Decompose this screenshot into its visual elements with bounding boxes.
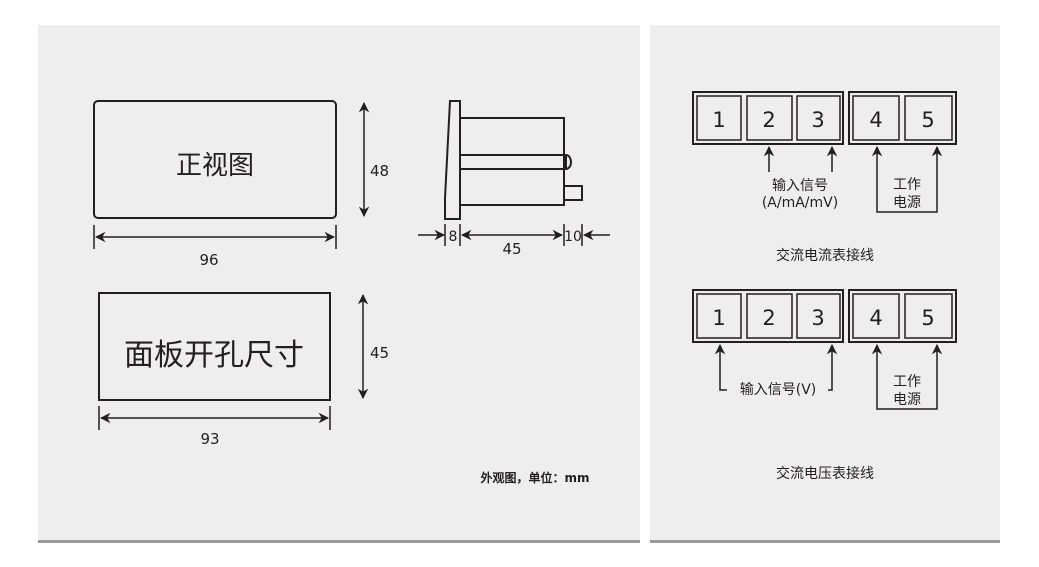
- terminal-3: 3: [811, 306, 824, 330]
- left-panel-shadow: [38, 540, 640, 543]
- right-panel-shadow: [650, 540, 1000, 543]
- rear-depth-label: 10: [564, 229, 582, 245]
- left-panel: [38, 25, 640, 542]
- terminal-5: 5: [921, 306, 934, 330]
- terminal-5: 5: [921, 108, 934, 132]
- power-label-1: 工作: [893, 177, 921, 193]
- front-height-label: 48: [370, 162, 389, 180]
- terminal-4: 4: [869, 306, 882, 330]
- signal-label: 输入信号: [772, 178, 828, 194]
- terminal-3: 3: [811, 108, 824, 132]
- panel-cutout: 面板开孔尺寸 45 93: [98, 292, 389, 448]
- front-width-label: 96: [199, 251, 218, 269]
- cutout-width-label: 93: [200, 430, 219, 448]
- terminal-2: 2: [762, 306, 775, 330]
- signal-units: (A/mA/mV): [762, 195, 838, 211]
- terminal-2: 2: [762, 108, 775, 132]
- voltage-terminal-block: 1 2 3 4 5 输入信号(V) 工作 电源: [692, 289, 957, 410]
- current-terminal-block: 1 2 3 4 5 输入信号 (A/mA/mV) 工作 电源: [692, 91, 957, 213]
- right-panel: [650, 25, 1000, 542]
- terminal-1: 1: [712, 108, 725, 132]
- terminal-4: 4: [869, 108, 882, 132]
- cutout-height-label: 45: [370, 344, 389, 362]
- outline-caption: 外观图，单位：mm: [480, 470, 589, 485]
- voltage-wiring-title: 交流电压表接线: [776, 465, 874, 482]
- side-view: 8 45 10: [418, 100, 610, 258]
- front-view: 正视图 48 96: [93, 100, 389, 269]
- signal-label: 输入信号(V): [740, 382, 817, 398]
- power-label-2: 电源: [893, 392, 921, 408]
- terminal-1: 1: [712, 306, 725, 330]
- power-label-1: 工作: [893, 374, 921, 390]
- body-depth-label: 45: [502, 240, 521, 258]
- power-label-2: 电源: [893, 195, 921, 211]
- front-plate-depth-label: 8: [449, 229, 458, 245]
- cutout-label: 面板开孔尺寸: [124, 338, 304, 373]
- current-wiring-title: 交流电流表接线: [776, 247, 874, 264]
- front-view-label: 正视图: [176, 151, 254, 181]
